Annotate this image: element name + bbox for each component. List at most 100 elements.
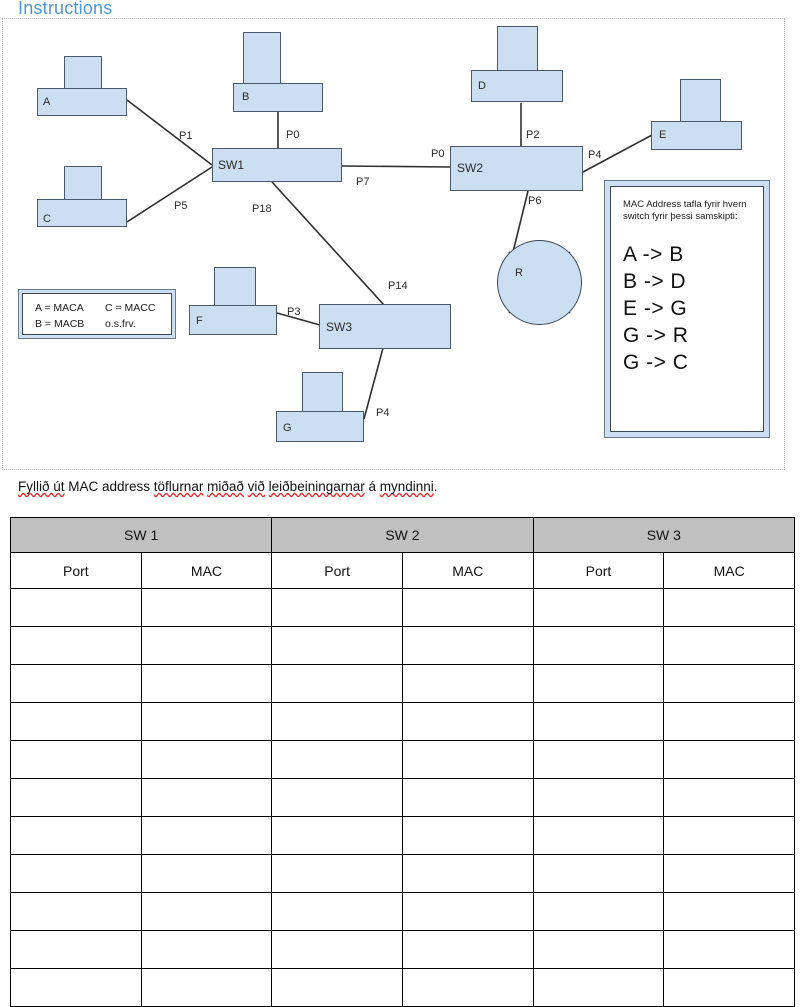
table-cell[interactable] [401, 816, 534, 855]
table-cell[interactable] [401, 664, 534, 703]
table-row [10, 854, 795, 893]
table-cell[interactable] [532, 588, 665, 627]
port-label-p4-sw3: P4 [376, 407, 390, 419]
table-cell[interactable] [10, 626, 142, 665]
table-cell[interactable] [663, 740, 795, 779]
table-cell[interactable] [663, 816, 795, 855]
table-cell[interactable] [401, 588, 534, 627]
table-row [10, 816, 795, 855]
table-cell[interactable] [401, 968, 534, 1007]
table-cell[interactable] [663, 588, 795, 627]
port-label-p0-sw2: P0 [431, 148, 445, 160]
table-cell[interactable] [140, 778, 273, 817]
table-cell[interactable] [663, 702, 795, 741]
table-group-sw2: SW 2 [271, 517, 534, 553]
port-label-p1: P1 [179, 130, 193, 142]
host-b-label: B [242, 91, 250, 103]
table-cell[interactable] [271, 854, 403, 893]
host-g-monitor [302, 372, 343, 412]
table-cell[interactable] [140, 626, 273, 665]
table-cell[interactable] [271, 778, 403, 817]
table-cell[interactable] [140, 740, 273, 779]
table-cell[interactable] [271, 740, 403, 779]
table-row [10, 778, 795, 817]
port-label-p14: P14 [388, 280, 408, 292]
table-cell[interactable] [663, 854, 795, 893]
host-e-monitor [680, 79, 721, 122]
table-cell[interactable] [271, 664, 403, 703]
table-cell[interactable] [401, 626, 534, 665]
table-cell[interactable] [532, 778, 665, 817]
port-label-p0-sw1: P0 [286, 129, 300, 141]
legend-etc: o.s.frv. [105, 318, 136, 330]
table-cell[interactable] [532, 664, 665, 703]
table-row [10, 968, 795, 1007]
table-row [10, 740, 795, 779]
table-cell[interactable] [140, 892, 273, 931]
port-label-p6: P6 [528, 195, 542, 207]
host-b-base [233, 83, 323, 112]
table-cell[interactable] [10, 930, 142, 969]
table-cell[interactable] [140, 702, 273, 741]
table-cell[interactable] [10, 892, 142, 931]
table-cell[interactable] [532, 740, 665, 779]
table-cell[interactable] [140, 968, 273, 1007]
table-cell[interactable] [663, 778, 795, 817]
table-cell[interactable] [140, 930, 273, 969]
link-sw1-sw2 [341, 165, 451, 168]
table-cell[interactable] [401, 702, 534, 741]
link-g-sw3 [363, 347, 384, 420]
table-cell[interactable] [532, 816, 665, 855]
host-g-label: G [283, 422, 292, 434]
table-cell[interactable] [10, 664, 142, 703]
page-title: Instructions [18, 0, 113, 18]
table-cell[interactable] [140, 664, 273, 703]
table-cell[interactable] [663, 968, 795, 1007]
table-cell[interactable] [401, 778, 534, 817]
table-cell[interactable] [10, 740, 142, 779]
table-cell[interactable] [532, 702, 665, 741]
table-cell[interactable] [663, 892, 795, 931]
table-cell[interactable] [271, 626, 403, 665]
table-body [10, 588, 795, 1007]
table-cell[interactable] [532, 854, 665, 893]
link-c-sw1 [126, 166, 213, 223]
table-cell[interactable] [10, 778, 142, 817]
table-cell[interactable] [663, 664, 795, 703]
table-row [10, 892, 795, 931]
table-cell[interactable] [532, 626, 665, 665]
table-cell[interactable] [271, 588, 403, 627]
table-cell[interactable] [271, 892, 403, 931]
host-e-base [651, 121, 742, 150]
table-cell[interactable] [271, 968, 403, 1007]
table-cell[interactable] [401, 930, 534, 969]
table-cell[interactable] [271, 816, 403, 855]
switch-sw2-label: SW2 [457, 161, 484, 175]
table-cell[interactable] [401, 854, 534, 893]
table-cell[interactable] [663, 626, 795, 665]
table-cell[interactable] [10, 588, 142, 627]
table-cell[interactable] [140, 854, 273, 893]
table-cell[interactable] [271, 702, 403, 741]
table-cell[interactable] [532, 930, 665, 969]
table-cell[interactable] [10, 968, 142, 1007]
table-cell[interactable] [10, 854, 142, 893]
table-cell[interactable] [401, 740, 534, 779]
table-cell[interactable] [663, 930, 795, 969]
host-a-label: A [43, 96, 51, 108]
host-f-label: F [196, 315, 203, 327]
table-cell[interactable] [140, 588, 273, 627]
mac-flow-item: E -> G [623, 297, 688, 320]
port-label-p7: P7 [356, 176, 370, 188]
table-cell[interactable] [532, 892, 665, 931]
table-cell[interactable] [140, 816, 273, 855]
switch-sw2 [450, 146, 583, 191]
table-cell[interactable] [10, 816, 142, 855]
table-cell[interactable] [271, 930, 403, 969]
table-cell[interactable] [532, 968, 665, 1007]
switch-sw1-label: SW1 [218, 158, 245, 172]
host-d-label: D [478, 80, 486, 92]
table-cell[interactable] [401, 892, 534, 931]
host-a-monitor [64, 56, 102, 90]
table-cell[interactable] [10, 702, 142, 741]
